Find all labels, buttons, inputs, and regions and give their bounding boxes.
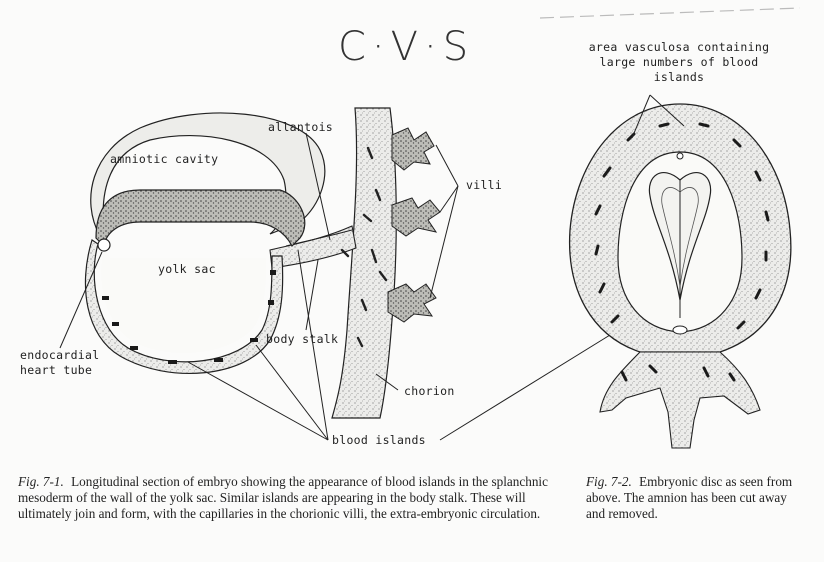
chorion-band [332, 108, 396, 418]
villi-group [388, 128, 440, 322]
label-blood-islands: blood islands [332, 433, 426, 447]
villus-bottom [388, 284, 436, 322]
caption-fig-7-1: Fig. 7-1. Longitudinal section of embryo… [18, 474, 548, 523]
villus-middle [392, 198, 440, 236]
label-amniotic-cavity: amniotic cavity [110, 152, 218, 166]
endocardial-heart-tube-shape [98, 239, 110, 251]
label-endocardial-heart-tube: endocardial heart tube [20, 348, 116, 378]
label-allantois: allantois [268, 120, 333, 134]
label-body-stalk: body stalk [266, 332, 338, 346]
caption-fig-7-2-number: Fig. 7-2. [586, 474, 632, 489]
label-chorion: chorion [404, 384, 455, 398]
handwritten-title: C·V·S [338, 24, 474, 70]
label-yolk-sac: yolk sac [158, 262, 216, 276]
caption-fig-7-1-number: Fig. 7-1. [18, 474, 64, 489]
caption-fig-7-2: Fig. 7-2. Embryonic disc as seen from ab… [586, 474, 806, 523]
label-area-vasculosa: area vasculosa containing large numbers … [584, 40, 774, 85]
caption-fig-7-1-text: Longitudinal section of embryo showing t… [18, 474, 548, 521]
stalk-fig2 [600, 352, 760, 448]
disc-bottom-notch [673, 326, 687, 334]
header-smudge [540, 8, 800, 18]
disc-top-notch [677, 153, 683, 159]
label-villi: villi [466, 178, 502, 192]
villus-top [392, 128, 434, 170]
embryonic-disc [96, 190, 305, 246]
